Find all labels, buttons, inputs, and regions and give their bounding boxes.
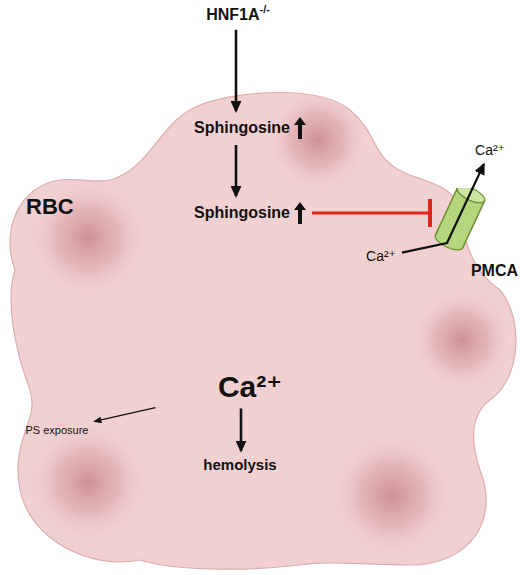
arrow-connector <box>235 30 238 111</box>
metabolite-label: Sphingosine <box>192 115 308 141</box>
outcome-label: PS exposure <box>24 422 91 438</box>
ion-label: Ca²⁺ <box>216 368 284 405</box>
outcome-label: PS exposure <box>26 424 89 436</box>
arrow-connector <box>402 164 484 252</box>
outcome-label: hemolysis <box>201 455 278 476</box>
pump-label: PMCA <box>471 262 518 280</box>
increase-arrow <box>294 117 306 139</box>
ion-label: Ca²⁺ <box>364 247 398 266</box>
metabolite-label: Sphingosine <box>194 119 290 137</box>
gene-label: HNF1A-/- <box>204 4 272 26</box>
increase-arrow <box>294 202 306 224</box>
gene-label: HNF1A <box>206 6 259 24</box>
inhibition-connector <box>312 211 430 214</box>
arrow-connector <box>235 145 238 196</box>
ion-label: Ca²⁺ <box>473 141 507 160</box>
cell-label: RBC <box>26 195 74 219</box>
ion-label: Ca²⁺ <box>366 249 396 264</box>
metabolite-label: Sphingosine <box>192 200 308 226</box>
outcome-label: hemolysis <box>203 457 276 474</box>
arrow-connector <box>94 408 155 422</box>
gene-label: -/- <box>259 3 269 15</box>
metabolite-label: Sphingosine <box>194 204 290 222</box>
cell-dimple <box>30 424 146 540</box>
ion-label: Ca²⁺ <box>218 370 282 403</box>
cell-membrane <box>10 93 516 570</box>
cell-dimple <box>412 290 512 390</box>
arrow-connector <box>240 409 243 451</box>
calcium-pump: PMCA <box>432 188 518 282</box>
cell-dimple <box>268 90 368 190</box>
ion-label: Ca²⁺ <box>475 143 505 158</box>
cell-dimple <box>332 435 452 555</box>
pump-cylinder <box>432 188 502 258</box>
